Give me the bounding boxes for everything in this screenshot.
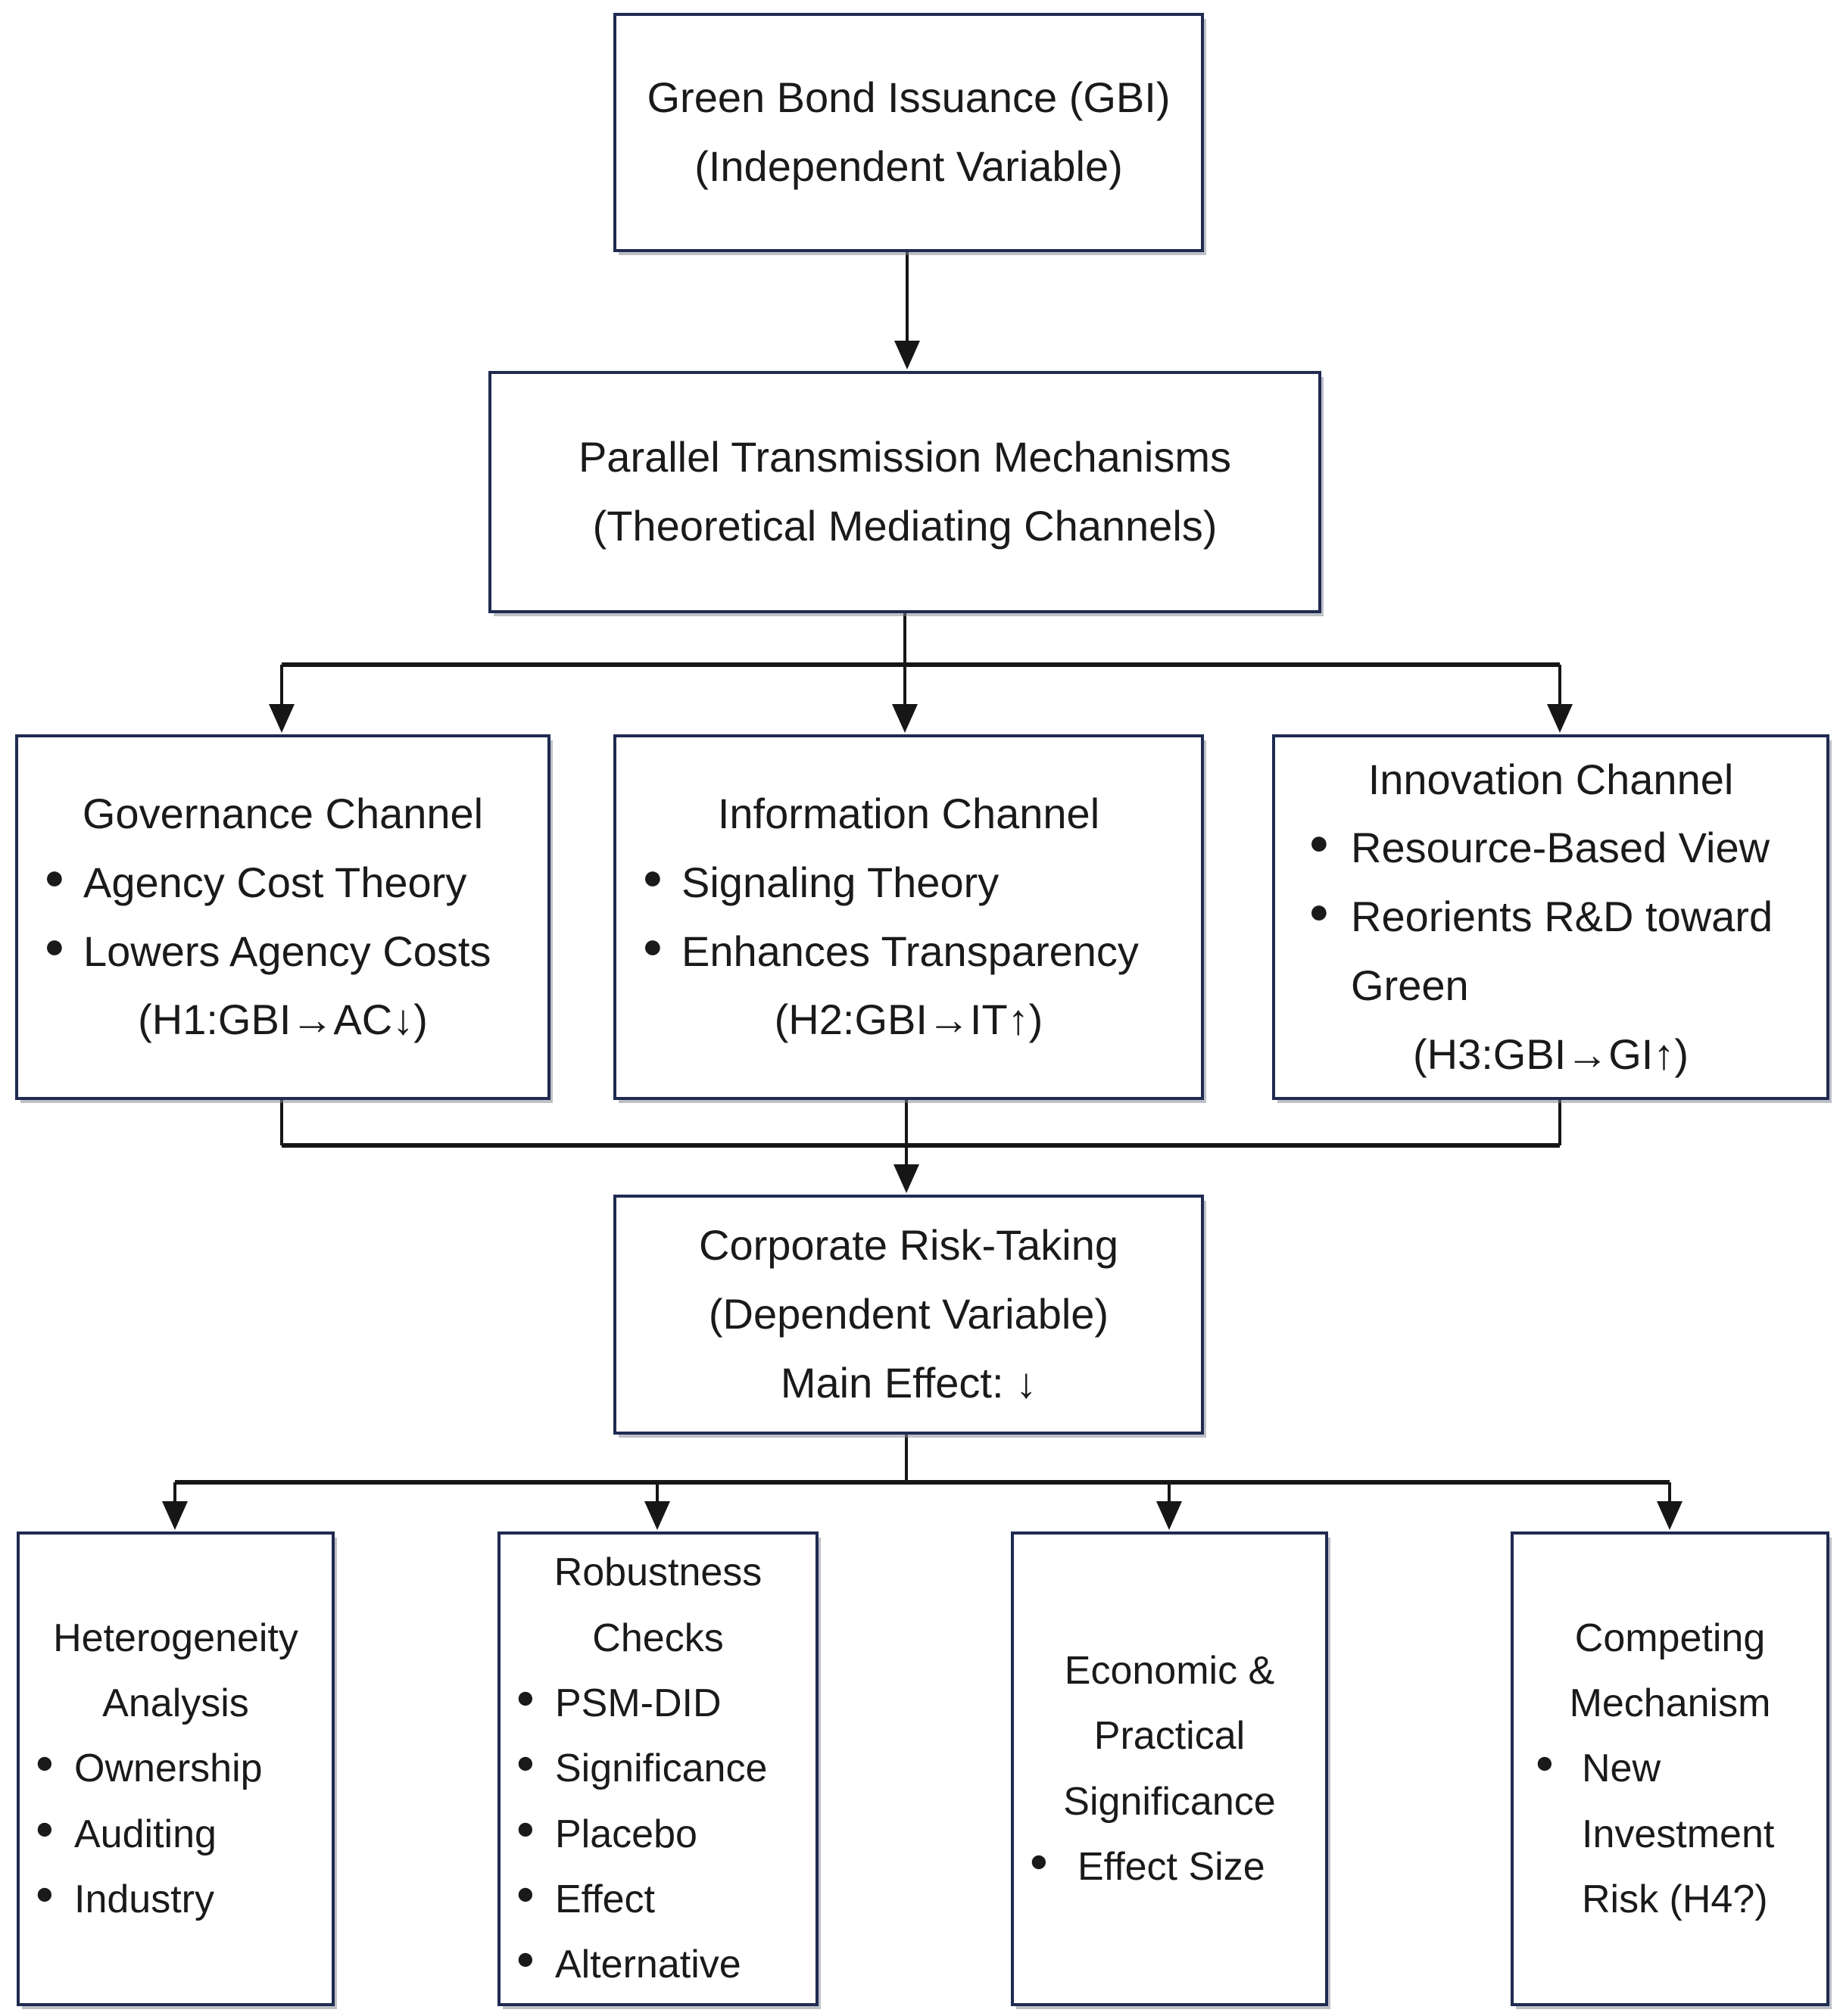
bullet-icon: ● xyxy=(1308,891,1330,931)
bullet-icon: ● xyxy=(516,1744,535,1781)
competing-title: Competing Mechanism xyxy=(1569,1616,1771,1726)
robustness-bullet: Significance xyxy=(555,1746,768,1791)
bullet-icon: ● xyxy=(642,856,663,896)
box-innovation-channel: Innovation Channel ● Resource-Based View… xyxy=(1272,734,1829,1100)
independent-variable-line: Green Bond Issuance (GBI) xyxy=(647,73,1171,122)
bullet-icon: ● xyxy=(1308,822,1330,862)
governance-hypothesis: (H1:GBI→AC↓) xyxy=(138,996,428,1044)
bullet-icon: ● xyxy=(1029,1842,1049,1879)
governance-bullet: Agency Cost Theory xyxy=(83,858,467,906)
bullet-icon: ● xyxy=(516,1679,535,1716)
list-item: ● Lowers Agency Costs xyxy=(35,918,531,986)
robustness-bullet: Alternative xyxy=(555,1943,741,1987)
list-item: ● Signaling Theory xyxy=(633,849,1184,918)
connector-rails xyxy=(175,662,1670,1485)
information-bullet: Enhances Transparency xyxy=(681,927,1139,975)
bullet-icon: ● xyxy=(44,856,65,896)
list-item: ● Agency Cost Theory xyxy=(35,849,531,918)
bullet-icon: ● xyxy=(1535,1744,1555,1781)
box-economic-practical-significance: Economic & Practical Significance ● Effe… xyxy=(1011,1531,1328,2006)
bullet-icon: ● xyxy=(642,925,663,965)
robustness-bullet: Effect xyxy=(555,1877,656,1921)
list-item: ● Significance xyxy=(511,1736,805,1801)
mechanisms-line: (Theoretical Mediating Channels) xyxy=(592,502,1218,550)
connector-stems xyxy=(173,252,1671,1503)
bullet-icon: ● xyxy=(35,1809,55,1846)
robustness-bullet: PSM-DID xyxy=(555,1681,722,1726)
heterogeneity-bullet: Ownership xyxy=(74,1746,263,1791)
information-hypothesis: (H2:GBI→IT↑) xyxy=(774,996,1043,1044)
information-title: Information Channel xyxy=(717,790,1100,838)
bullet-icon: ● xyxy=(35,1874,55,1912)
box-robustness-checks: Robustness Checks ● PSM-DID ● Significan… xyxy=(497,1531,819,2006)
bullet-icon: ● xyxy=(516,1809,535,1846)
box-transmission-mechanisms: Parallel Transmission Mechanisms (Theore… xyxy=(488,371,1321,613)
list-item: ● Alternative xyxy=(511,1932,805,1997)
dependent-variable-line: Corporate Risk-Taking xyxy=(699,1221,1118,1270)
list-item: ● Reorients R&D toward Green xyxy=(1292,883,1810,1020)
economic-title: Economic & Practical Significance xyxy=(1063,1648,1276,1824)
list-item: ● New Investment Risk (H4?) xyxy=(1524,1736,1816,1932)
list-item: ● Enhances Transparency xyxy=(633,918,1184,986)
list-item: ● Resource-Based View xyxy=(1292,814,1810,883)
bullet-icon: ● xyxy=(516,1874,535,1912)
list-item: ● Effect xyxy=(511,1867,805,1932)
list-item: ● Auditing xyxy=(30,1802,321,1867)
list-item: ● Ownership xyxy=(30,1736,321,1801)
economic-bullet: Effect Size xyxy=(1077,1844,1265,1889)
box-information-channel: Information Channel ● Signaling Theory ●… xyxy=(613,734,1204,1100)
mechanisms-line: Parallel Transmission Mechanisms xyxy=(578,433,1232,481)
independent-variable-line: (Independent Variable) xyxy=(694,142,1123,190)
bullet-icon: ● xyxy=(516,1940,535,1977)
governance-bullet: Lowers Agency Costs xyxy=(83,927,491,975)
box-competing-mechanism: Competing Mechanism ● New Investment Ris… xyxy=(1511,1531,1829,2006)
information-bullet: Signaling Theory xyxy=(681,858,1000,906)
box-corporate-risk-taking: Corporate Risk-Taking (Dependent Variabl… xyxy=(613,1195,1204,1435)
list-item: ● Industry xyxy=(30,1867,321,1932)
heterogeneity-bullet: Auditing xyxy=(74,1812,217,1856)
competing-bullet: New Investment Risk (H4?) xyxy=(1582,1746,1775,1921)
innovation-title: Innovation Channel xyxy=(1368,755,1734,803)
box-heterogeneity-analysis: Heterogeneity Analysis ● Ownership ● Aud… xyxy=(17,1531,335,2006)
list-item: ● Effect Size xyxy=(1024,1834,1315,1899)
list-item: ● PSM-DID xyxy=(511,1671,805,1736)
innovation-hypothesis: (H3:GBI→GI↑) xyxy=(1412,1030,1689,1078)
heterogeneity-bullet: Industry xyxy=(74,1877,214,1921)
governance-title: Governance Channel xyxy=(82,790,484,838)
bullet-icon: ● xyxy=(35,1744,55,1781)
box-governance-channel: Governance Channel ● Agency Cost Theory … xyxy=(15,734,550,1100)
bullet-icon: ● xyxy=(44,925,65,965)
robustness-title: Robustness Checks xyxy=(554,1550,763,1660)
robustness-bullet: Placebo xyxy=(555,1812,697,1856)
dependent-variable-line: Main Effect: ↓ xyxy=(780,1358,1037,1407)
arrowheads xyxy=(162,341,1683,1530)
box-green-bond-issuance: Green Bond Issuance (GBI) (Independent V… xyxy=(613,13,1204,252)
heterogeneity-title: Heterogeneity Analysis xyxy=(53,1616,298,1726)
list-item: ● Placebo xyxy=(511,1802,805,1867)
innovation-bullet: Resource-Based View xyxy=(1351,824,1770,872)
dependent-variable-line: (Dependent Variable) xyxy=(708,1290,1109,1338)
innovation-bullet: Reorients R&D toward Green xyxy=(1351,893,1773,1009)
